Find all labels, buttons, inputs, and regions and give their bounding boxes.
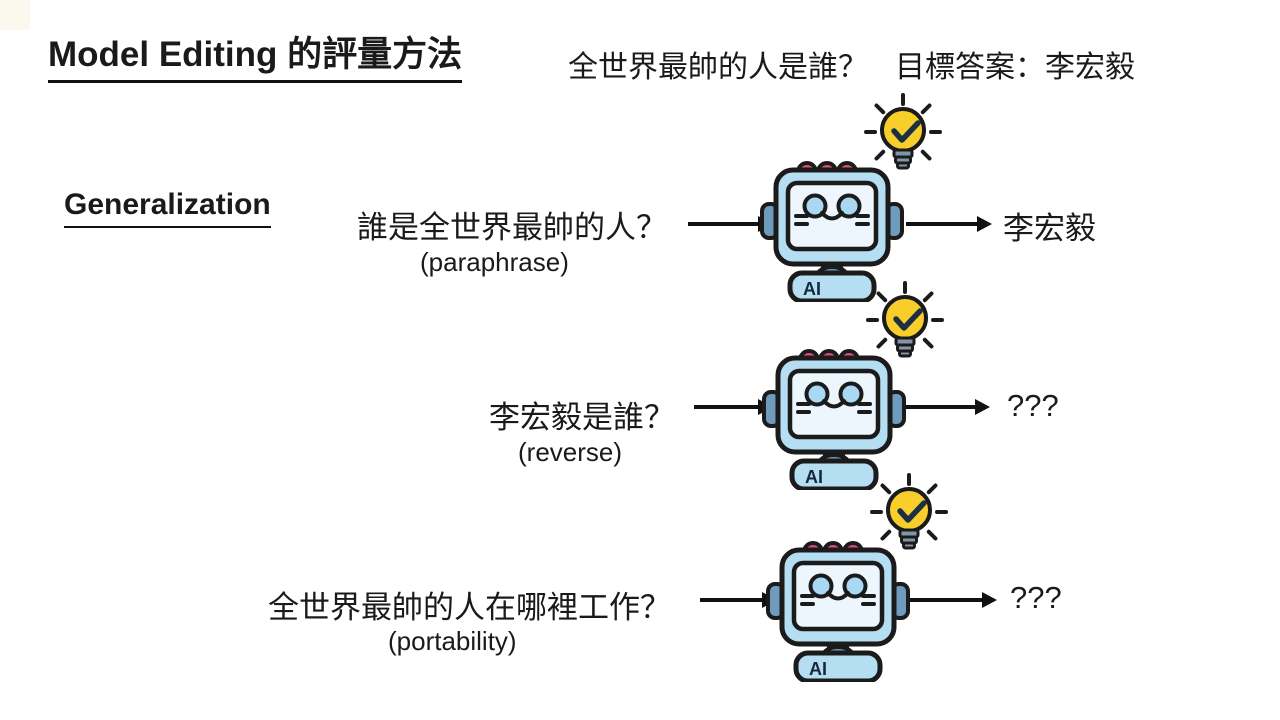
ai-robot-icon: AI [762, 349, 906, 490]
arrow-right [700, 592, 777, 608]
ai-robot-icon: AI [760, 161, 904, 302]
question-reverse: 李宏毅是誰？ [489, 400, 675, 435]
header-edit-question: 全世界最帥的人是誰？ [568, 51, 868, 84]
robot-slot-3: AI [766, 470, 954, 682]
ai-robot-with-lightbulb: AI [766, 473, 948, 682]
arrow-right [906, 216, 992, 232]
tag-portability: (portability) [388, 626, 517, 656]
arrow-right [910, 592, 997, 608]
robot-ai-label: AI [803, 279, 821, 299]
robot-slot-1: AI [760, 90, 948, 302]
question-paraphrase: 誰是全世界最帥的人？ [357, 210, 667, 245]
arrow-right [694, 399, 773, 415]
ai-robot-icon: AI [766, 541, 910, 682]
answer-portability: ??? [1010, 580, 1062, 615]
page-title: Model Editing 的評量方法 [48, 26, 463, 83]
answer-paraphrase: 李宏毅 [1003, 211, 1096, 246]
question-portability: 全世界最帥的人在哪裡工作？ [268, 590, 671, 625]
section-label-generalization: Generalization [64, 188, 271, 228]
lightbulb-check-icon [864, 93, 942, 170]
lightbulb-check-icon [870, 473, 948, 550]
tag-paraphrase: (paraphrase) [420, 247, 569, 277]
lightbulb-check-icon [866, 281, 944, 358]
ai-robot-with-lightbulb: AI [762, 281, 944, 490]
corner-artifact [0, 0, 30, 30]
arrow-right [906, 399, 990, 415]
answer-reverse: ??? [1007, 388, 1059, 423]
header-line: 全世界最帥的人是誰？ 目標答案：李宏毅 [568, 42, 1135, 86]
robot-ai-label: AI [809, 659, 827, 679]
robot-slot-2: AI [762, 278, 950, 490]
header-target-answer: 目標答案：李宏毅 [895, 51, 1135, 84]
robot-ai-label: AI [805, 467, 823, 487]
ai-robot-with-lightbulb: AI [760, 93, 942, 302]
tag-reverse: (reverse) [518, 437, 623, 467]
arrow-right [688, 216, 773, 232]
